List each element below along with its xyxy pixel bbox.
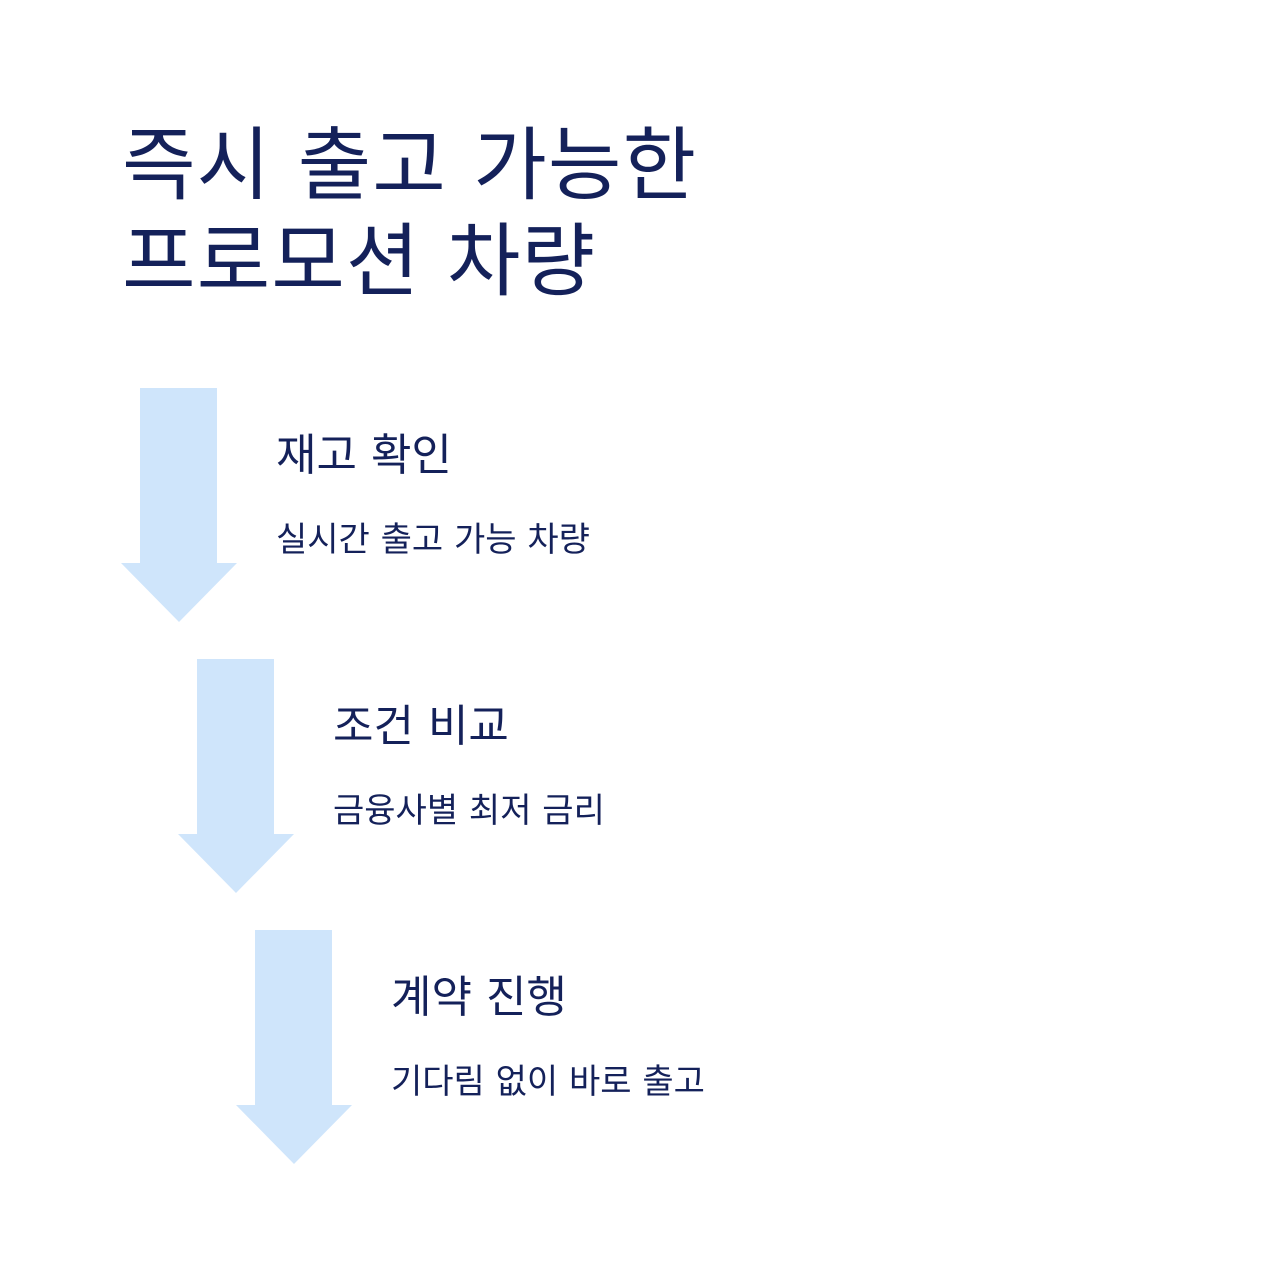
title-line-1: 즉시 출고 가능한	[122, 119, 698, 212]
page-title: 즉시 출고 가능한 프로모션 차량	[122, 118, 697, 310]
step-title: 재고 확인	[276, 430, 452, 481]
step-description: 기다림 없이 바로 출고	[391, 1062, 705, 1102]
down-arrow-icon	[178, 659, 294, 893]
step-compare-conditions: 조건 비교 금융사별 최저 금리	[178, 659, 978, 899]
down-arrow-icon	[121, 388, 237, 622]
down-arrow-icon	[236, 930, 352, 1164]
title-line-2: 프로모션 차량	[122, 215, 597, 308]
step-description: 금융사별 최저 금리	[333, 791, 605, 831]
step-title: 조건 비교	[333, 701, 509, 752]
step-stock-check: 재고 확인 실시간 출고 가능 차량	[121, 388, 921, 628]
step-title: 계약 진행	[391, 972, 567, 1023]
step-description: 실시간 출고 가능 차량	[276, 520, 590, 560]
step-contract: 계약 진행 기다림 없이 바로 출고	[236, 930, 1036, 1170]
